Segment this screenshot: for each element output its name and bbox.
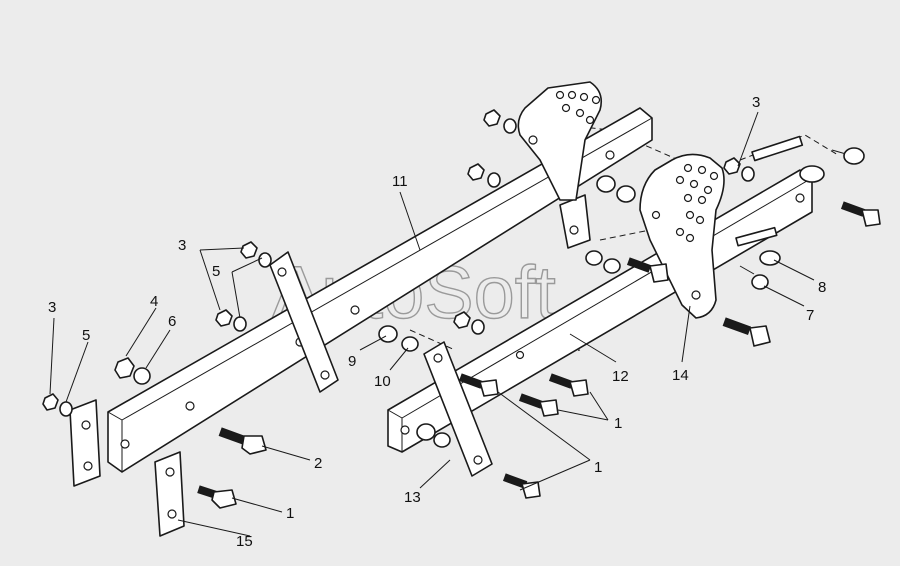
bolt-2 <box>218 427 267 455</box>
label-13: 13 <box>404 489 421 506</box>
label-15: 15 <box>236 533 253 550</box>
label-1-lower: 1 <box>286 505 294 522</box>
bracket-rear-small <box>559 194 591 249</box>
label-3-mid: 3 <box>178 237 186 254</box>
bushings <box>378 175 636 448</box>
label-1-mid: 1 <box>594 459 602 476</box>
label-3-right: 3 <box>752 94 760 111</box>
bolts <box>197 201 881 509</box>
bolt-rear-1 <box>458 373 499 397</box>
leader-lines <box>49 111 815 537</box>
label-7: 7 <box>806 307 814 324</box>
label-1-right: 1 <box>614 415 622 432</box>
bolt-lower <box>197 485 237 509</box>
bolt-right-upper <box>840 201 881 227</box>
end-plate-part-15 <box>154 451 185 537</box>
bolt-plate <box>626 257 669 283</box>
bolt-rear-3 <box>518 393 559 417</box>
bracket-plate-part-13 <box>423 341 493 477</box>
label-12: 12 <box>612 368 629 385</box>
bolt-rear-2 <box>548 373 589 397</box>
adjustment-plate-upper <box>517 81 603 201</box>
nuts-and-washers <box>42 109 755 417</box>
bracket-plate-left <box>269 251 339 393</box>
label-5-mid: 5 <box>212 263 220 280</box>
pins-and-cotters <box>735 135 865 290</box>
bolt-right-lower <box>722 317 771 347</box>
label-3-left: 3 <box>48 299 56 316</box>
label-14: 14 <box>672 367 689 384</box>
label-10: 10 <box>374 373 391 390</box>
label-5-left: 5 <box>82 327 90 344</box>
label-2: 2 <box>314 455 322 472</box>
label-11: 11 <box>392 173 408 190</box>
label-9: 9 <box>348 353 356 370</box>
bolt-rear-4 <box>502 473 541 499</box>
label-8: 8 <box>818 279 826 296</box>
label-4: 4 <box>150 293 158 310</box>
part-labels: 3 5 4 6 3 5 11 9 10 2 1 15 13 1 1 12 14 … <box>48 94 826 550</box>
adjustment-plate-part-14 <box>639 153 725 319</box>
end-plate-part-5 <box>69 399 101 487</box>
label-6: 6 <box>168 313 176 330</box>
